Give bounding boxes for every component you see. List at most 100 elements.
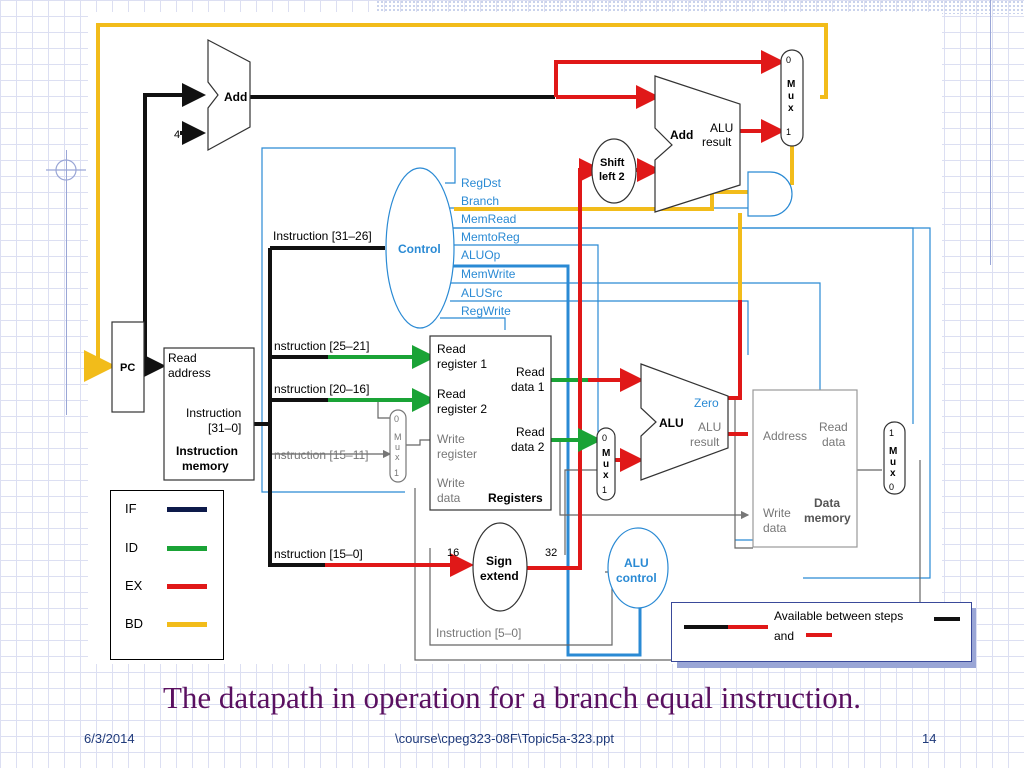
- imem-bits-label: [31–0]: [208, 421, 241, 435]
- four-label: 4: [174, 129, 180, 141]
- field-25-21: nstruction [25–21]: [274, 339, 369, 353]
- aluop-line: [440, 264, 642, 657]
- reg-write-a: Write: [437, 432, 465, 446]
- decorative-rule: [66, 150, 67, 415]
- branch-adder-label: Add: [670, 128, 693, 142]
- shift-label-b: left 2: [599, 171, 625, 183]
- pc-box: [111, 321, 145, 413]
- slide-caption: The datapath in operation for a branch e…: [162, 680, 862, 715]
- reg-read1-a: Read: [437, 342, 466, 356]
- signal-branch: Branch: [461, 194, 499, 208]
- reg-rdata1-b: data 1: [511, 380, 545, 394]
- reg-write-b: register: [437, 447, 477, 461]
- note-black-line: [684, 625, 728, 629]
- memtoreg-mux-0: 0: [889, 482, 894, 492]
- note-red-line: [728, 625, 768, 629]
- note-black-swatch: [934, 617, 960, 621]
- signal-memread: MemRead: [461, 212, 516, 226]
- top-mux-x: x: [788, 103, 794, 114]
- instruction-memory-box: [163, 347, 255, 481]
- legend-swatch-if: [167, 507, 207, 512]
- regdst-mux: [389, 409, 407, 483]
- crosshair-icon: [46, 159, 86, 181]
- signal-alusrc: ALUSrc: [461, 286, 502, 300]
- dmem-title2: memory: [804, 511, 851, 525]
- sign-label-a: Sign: [486, 554, 512, 568]
- dmem-title1: Data: [814, 496, 840, 510]
- note-red-swatch: [806, 633, 832, 637]
- footer-page-number: 14: [922, 731, 937, 746]
- legend-label-ex: EX: [125, 578, 143, 593]
- alu-control: [607, 527, 669, 609]
- alu-label: ALU: [659, 416, 684, 430]
- legend-label-if: IF: [125, 501, 137, 516]
- footer-date: 6/3/2014: [84, 731, 135, 746]
- field-31-26: Instruction [31–26]: [273, 229, 372, 243]
- memtoreg-mux-1: 1: [889, 428, 894, 438]
- imem-instruction-label: Instruction: [186, 406, 241, 420]
- shift-label-a: Shift: [600, 157, 625, 169]
- alusrc-mux: [596, 427, 616, 501]
- shift-left-2: [591, 138, 637, 204]
- signal-memwrite: MemWrite: [461, 267, 516, 281]
- legend-swatch-ex: [167, 584, 207, 589]
- memtoreg-mux: [883, 421, 906, 495]
- reg-wdata-b: data: [437, 491, 461, 505]
- legend-swatch-id: [167, 546, 207, 551]
- branch-adder: [654, 75, 741, 213]
- dmem-write-b: data: [763, 521, 787, 535]
- alusrc-mux-m: M: [602, 448, 610, 459]
- top-mux-u: u: [788, 91, 794, 102]
- branch-and-gate: [747, 171, 793, 217]
- decorative-band: [376, 0, 1024, 14]
- bits32-label: 32: [545, 547, 557, 559]
- legend-label-bd: BD: [125, 616, 144, 631]
- aluctl-label-a: ALU: [624, 556, 649, 570]
- reg-rdata2-a: Read: [516, 425, 545, 439]
- registers-label: Registers: [488, 491, 543, 505]
- sign-label-b: extend: [480, 569, 519, 583]
- top-mux-m: M: [787, 79, 795, 90]
- control-label: Control: [398, 242, 441, 256]
- dmem-address-label: Address: [763, 429, 807, 443]
- alusrc-mux-0: 0: [602, 433, 607, 443]
- grey-wires: [269, 399, 921, 661]
- branch-result-label: result: [702, 135, 732, 149]
- field-15-0: nstruction [15–0]: [274, 547, 363, 561]
- register-file: [429, 335, 552, 511]
- imem-title2: memory: [182, 459, 229, 473]
- footer-path: \course\cpeg323-08F\Topic5a-323.ppt: [395, 731, 614, 746]
- availability-note: Available between steps and: [671, 602, 972, 662]
- regdst-mux-1: 1: [394, 468, 399, 478]
- reg-read2-b: register 2: [437, 402, 487, 416]
- signal-aluop: ALUOp: [461, 248, 501, 262]
- memtoreg-mux-u: u: [890, 457, 896, 468]
- top-mux-1: 1: [786, 127, 791, 137]
- alu-alu-label: ALU: [698, 420, 721, 434]
- reg-read2-a: Read: [437, 387, 466, 401]
- note-text-line2: and: [774, 629, 795, 643]
- reg-rdata1-a: Read: [516, 365, 545, 379]
- pc-adder: [207, 39, 251, 152]
- main-alu: [640, 363, 729, 481]
- memtoreg-mux-m: M: [889, 446, 897, 457]
- top-mux-0: 0: [786, 55, 791, 65]
- pc-adder-label: Add: [224, 90, 247, 104]
- signal-regwrite: RegWrite: [461, 304, 511, 318]
- legend-swatch-bd: [167, 622, 207, 627]
- alusrc-mux-u: u: [603, 459, 609, 470]
- legend-label-id: ID: [125, 540, 138, 555]
- bits16-label: 16: [447, 547, 459, 559]
- sign-extend: [472, 522, 528, 612]
- legend: IF ID EX BD: [110, 490, 224, 660]
- regdst-mux-m: M: [394, 432, 402, 442]
- field-15-11: nstruction [15–11]: [274, 448, 369, 462]
- data-memory-box: [752, 389, 858, 548]
- signal-memtoreg: MemtoReg: [461, 230, 520, 244]
- reg-read1-b: register 1: [437, 357, 487, 371]
- alu-result-label: result: [690, 435, 720, 449]
- imem-address-label: address: [168, 366, 211, 380]
- imem-read-label: Read: [168, 351, 197, 365]
- dmem-read-a: Read: [819, 420, 848, 434]
